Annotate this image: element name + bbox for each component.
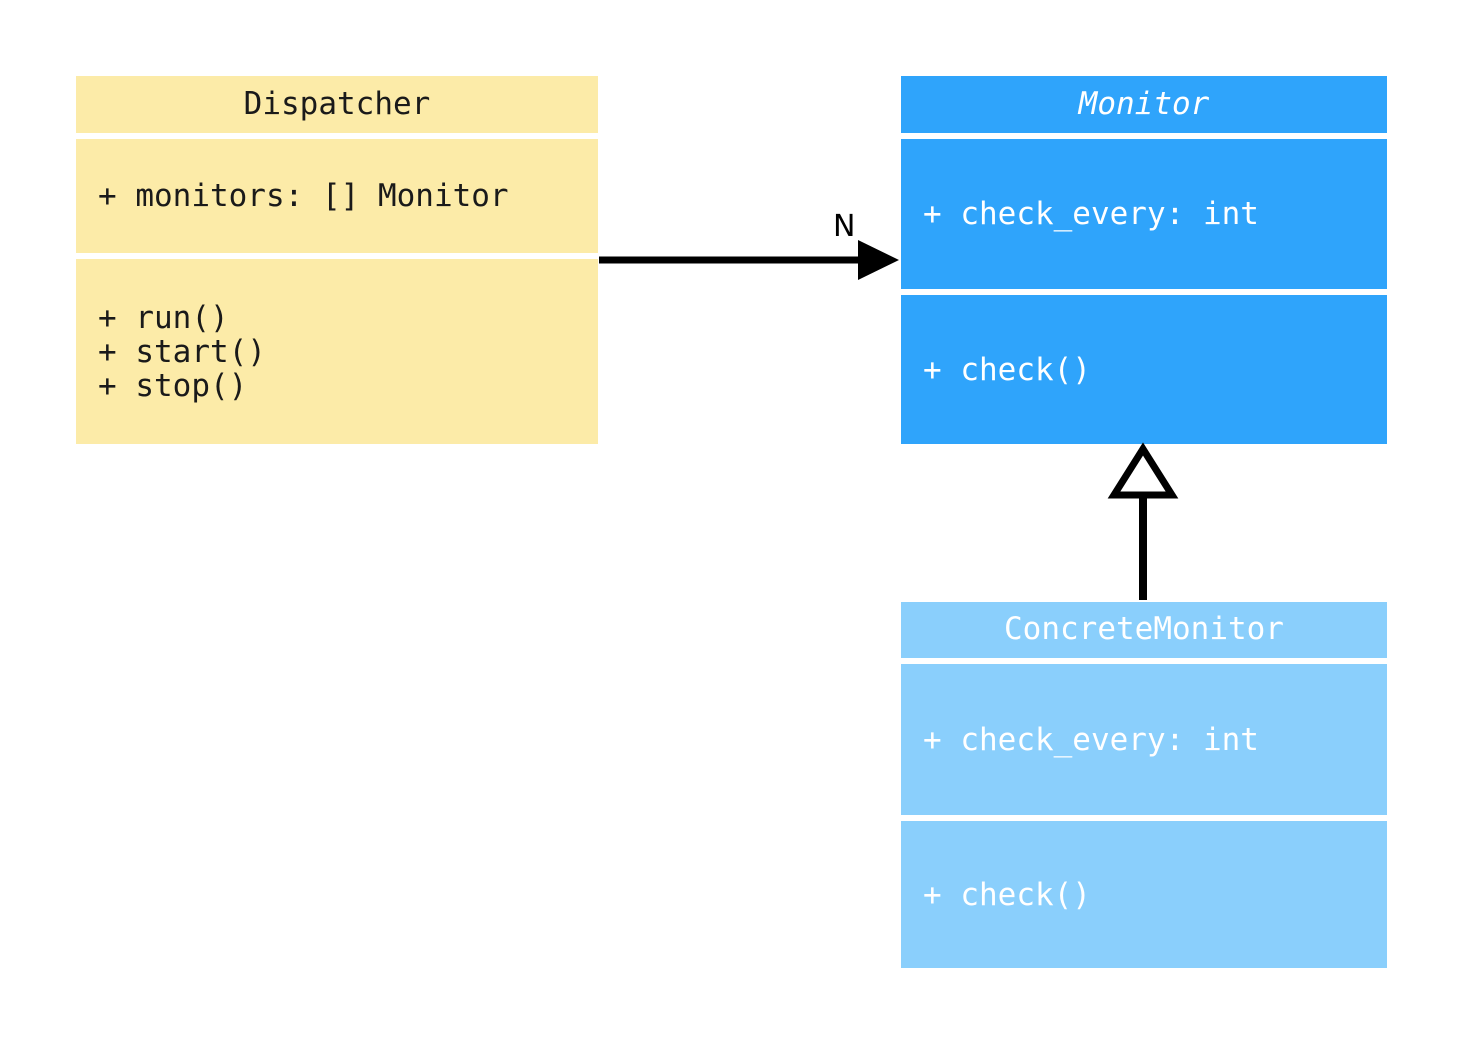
class-attributes-compartment-concrete-monitor: + check_every: int — [901, 664, 1387, 815]
class-name-monitor: Monitor — [1078, 85, 1210, 122]
class-name-dispatcher: Dispatcher — [243, 85, 431, 122]
class-title-compartment-concrete-monitor: ConcreteMonitor — [901, 602, 1387, 658]
method-item: + run() — [98, 299, 229, 336]
class-box-dispatcher[interactable]: Dispatcher + monitors: [] Monitor + run(… — [76, 76, 598, 444]
method-item: + check() — [923, 876, 1091, 913]
class-title-compartment-monitor: Monitor — [901, 76, 1387, 133]
attribute-item: + monitors: [] Monitor — [98, 178, 509, 214]
class-box-concrete-monitor[interactable]: ConcreteMonitor + check_every: int + che… — [901, 602, 1387, 968]
association-arrowhead-icon — [858, 240, 899, 280]
class-title-compartment-dispatcher: Dispatcher — [76, 76, 598, 133]
inheritance-triangle-icon — [1107, 442, 1179, 499]
association-dispatcher-to-monitor — [599, 240, 899, 280]
method-list-concrete-monitor: + check() — [923, 878, 1091, 912]
class-attributes-compartment-dispatcher: + monitors: [] Monitor — [76, 139, 598, 253]
method-list-dispatcher: + run() + start() + stop() — [98, 301, 266, 403]
generalization-concrete-monitor-to-monitor — [1107, 442, 1179, 600]
association-multiplicity-label: N — [833, 209, 856, 244]
attribute-item: + check_every: int — [923, 721, 1259, 758]
class-box-monitor[interactable]: Monitor + check_every: int + check() — [901, 76, 1387, 444]
attribute-list-monitor: + check_every: int — [923, 197, 1259, 231]
method-item: + check() — [923, 351, 1091, 388]
method-list-monitor: + check() — [923, 353, 1091, 387]
method-item: + stop() — [98, 367, 248, 404]
attribute-list-dispatcher: + monitors: [] Monitor — [98, 179, 509, 213]
class-attributes-compartment-monitor: + check_every: int — [901, 139, 1387, 289]
method-item: + start() — [98, 333, 266, 370]
attribute-item: + check_every: int — [923, 196, 1259, 232]
class-name-concrete-monitor: ConcreteMonitor — [1004, 611, 1284, 648]
class-methods-compartment-concrete-monitor: + check() — [901, 821, 1387, 968]
class-methods-compartment-monitor: + check() — [901, 295, 1387, 444]
class-methods-compartment-dispatcher: + run() + start() + stop() — [76, 259, 598, 444]
attribute-list-concrete-monitor: + check_every: int — [923, 723, 1259, 757]
